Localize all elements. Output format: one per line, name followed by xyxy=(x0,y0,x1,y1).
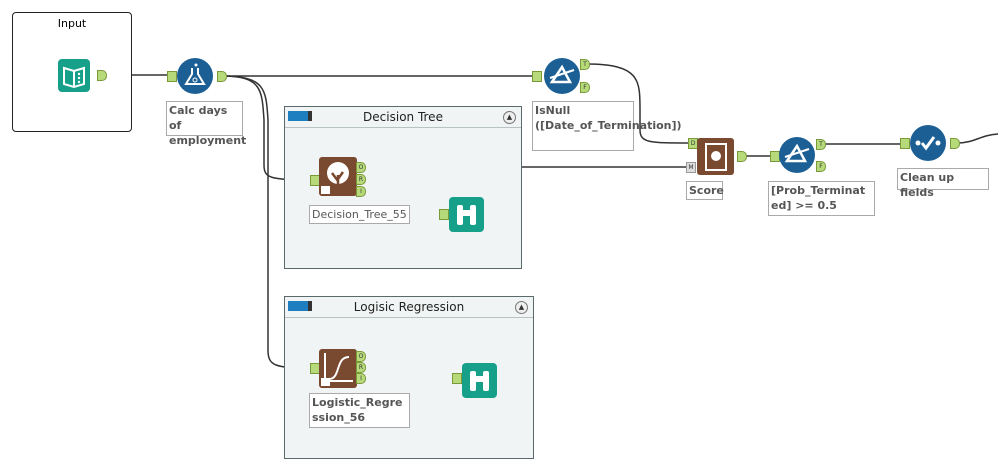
binoculars-icon xyxy=(470,371,489,391)
lr-browse-tool[interactable] xyxy=(462,363,497,398)
collapse-icon[interactable]: ▲ xyxy=(515,301,528,314)
container-toggle[interactable] xyxy=(288,111,312,121)
dt-r-anchor[interactable]: R xyxy=(356,174,366,185)
binoculars-icon xyxy=(457,205,476,225)
flask-icon xyxy=(184,63,206,85)
filter1-label: IsNull ([Date_of_Termination]) xyxy=(532,101,682,151)
tree-icon xyxy=(321,162,349,194)
lr-r-anchor[interactable]: R xyxy=(356,362,366,373)
formula-label: Calc days of employment xyxy=(166,101,246,147)
lr-i-anchor[interactable]: I xyxy=(356,373,366,384)
filter1-true-anchor[interactable]: T xyxy=(580,59,590,70)
decision-tree-tool[interactable] xyxy=(319,157,357,196)
filter2-tool[interactable] xyxy=(779,137,815,173)
score-label: Score xyxy=(686,181,724,200)
container-toggle[interactable] xyxy=(288,301,312,311)
filter2-false-anchor[interactable]: F xyxy=(816,161,826,172)
filter2-label: [Prob_Terminated] >= 0.5 xyxy=(768,181,875,216)
filter2-true-anchor[interactable]: T xyxy=(816,139,826,150)
select-output-anchor[interactable] xyxy=(950,138,960,149)
filter-icon xyxy=(784,143,810,163)
dt-i-anchor[interactable]: I xyxy=(356,186,366,197)
wire-filter1-score xyxy=(585,63,691,144)
container-title: Decision Tree xyxy=(363,110,443,124)
input-data-tool[interactable] xyxy=(58,59,90,92)
wire-select-out xyxy=(956,133,998,144)
filter-icon xyxy=(549,64,575,84)
score-output-anchor[interactable] xyxy=(737,151,747,162)
select-tool[interactable] xyxy=(910,125,946,161)
book-icon xyxy=(63,66,85,89)
score-icon xyxy=(705,143,727,171)
filter1-input-anchor[interactable] xyxy=(532,71,542,82)
formula-output-anchor[interactable] xyxy=(217,71,227,82)
container-title: Logisic Regression xyxy=(353,300,465,314)
collapse-icon[interactable]: ▲ xyxy=(503,111,516,124)
select-label: Clean up fields xyxy=(897,168,989,199)
container-decision-tree[interactable]: Decision Tree ▲ xyxy=(284,106,522,269)
lr-browse-input-anchor[interactable] xyxy=(452,373,462,384)
input-output-anchor[interactable] xyxy=(97,70,107,81)
formula-input-anchor[interactable] xyxy=(167,71,177,82)
dt-label: Decision_Tree_55 xyxy=(309,205,410,224)
container-title: Input xyxy=(57,17,87,30)
lr-o-anchor[interactable]: O xyxy=(356,351,366,362)
dt-browse-input-anchor[interactable] xyxy=(439,209,449,220)
select-input-anchor[interactable] xyxy=(900,138,910,149)
select-icon xyxy=(915,136,941,151)
filter1-false-anchor[interactable]: F xyxy=(580,82,590,93)
formula-tool[interactable] xyxy=(177,58,213,94)
score-m-anchor[interactable]: M xyxy=(686,162,696,173)
filter1-tool[interactable] xyxy=(544,58,580,94)
dt-browse-tool[interactable] xyxy=(449,197,484,232)
score-tool[interactable] xyxy=(697,138,734,175)
lr-label: Logistic_Regression_56 xyxy=(309,393,410,428)
sigmoid-icon xyxy=(321,353,353,386)
logistic-regression-tool[interactable] xyxy=(319,349,357,388)
wire-formula-logistic xyxy=(221,75,313,369)
dt-o-anchor[interactable]: O xyxy=(356,162,366,173)
